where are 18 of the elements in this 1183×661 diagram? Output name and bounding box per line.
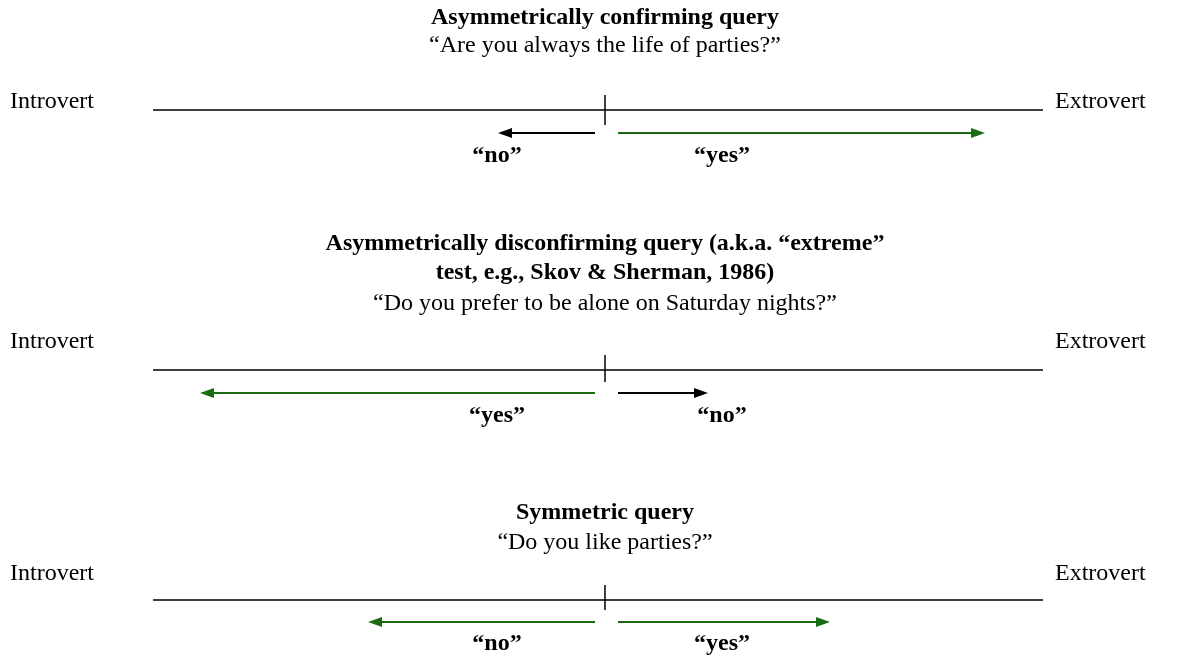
scale-end-label: Introvert [10, 326, 94, 355]
query-heading: Asymmetrically disconfirming query (a.k.a. “extreme” test, e.g., Skov & Sherman, 1986) [324, 228, 886, 286]
answer-label: “no” [697, 400, 747, 429]
query-heading: Asymmetrically confirming query [431, 2, 779, 31]
answer-label: “yes” [694, 628, 750, 657]
query-question: “Do you like parties?” [497, 527, 713, 556]
query-question: “Are you always the life of parties?” [429, 30, 781, 59]
answer-label: “yes” [469, 400, 525, 429]
query-heading: Symmetric query [516, 497, 694, 526]
query-question: “Do you prefer to be alone on Saturday nights?” [373, 288, 837, 317]
scale-end-label: Introvert [10, 558, 94, 587]
answer-label: “no” [472, 140, 522, 169]
answer-label: “no” [472, 628, 522, 657]
scale-end-label: Extrovert [1055, 86, 1146, 115]
answer-label: “yes” [694, 140, 750, 169]
scale-end-label: Extrovert [1055, 326, 1146, 355]
scale-end-label: Introvert [10, 86, 94, 115]
scale-end-label: Extrovert [1055, 558, 1146, 587]
